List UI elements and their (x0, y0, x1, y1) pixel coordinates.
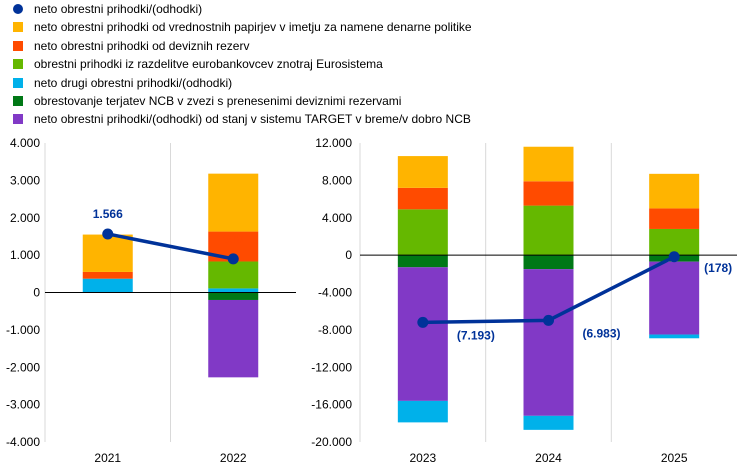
bar-segment-euro (208, 261, 259, 289)
bar-segment-target (208, 299, 259, 378)
legend-marker-dot (13, 4, 23, 14)
bar-segment-target (397, 267, 448, 401)
net-interest-point (668, 251, 680, 263)
chart-legend: neto obrestni prihodki/(odhodki) neto obr… (6, 0, 742, 129)
legend-item: neto obrestni prihodki od deviznih rezer… (6, 37, 742, 55)
bar-segment-remuneration (397, 255, 448, 268)
y-tick-label: -1.000 (6, 323, 40, 337)
net-interest-point (227, 253, 239, 265)
y-tick-label: -8.000 (318, 323, 352, 337)
bar-segment-securities (649, 173, 700, 209)
x-category-label: 2022 (220, 451, 247, 465)
legend-swatch (13, 59, 23, 70)
y-tick-label: -2.000 (6, 360, 40, 374)
chart-panel-2021-2022: -4.000 -3.000 -2.000 -1.000 0 1.000 2.000 3.000… (6, 136, 296, 465)
legend-item: neto drugi obrestni prihodki/(odhodki) (6, 74, 742, 92)
legend-label: obrestovanje terjatev NCB v zvezi s pren… (34, 93, 402, 108)
legend-item: obrestovanje terjatev NCB v zvezi s pren… (6, 92, 742, 110)
bar-segment-euro (649, 228, 700, 256)
bar-segment-securities (397, 156, 448, 188)
x-category-label: 2021 (94, 451, 121, 465)
legend-label: neto obrestni prihodki od vrednostnih pa… (34, 20, 472, 35)
y-tick-label: -4.000 (6, 435, 40, 449)
legend-label: neto obrestni prihodki/(odhodki) (34, 2, 203, 16)
bar-segment-fx (397, 187, 448, 210)
y-tick-label: 4.000 (322, 211, 352, 225)
net-interest-point (543, 314, 554, 326)
y-tick-label: 0 (33, 286, 40, 300)
bar-segment-securities (208, 173, 259, 232)
legend-item: neto obrestni prihodki od vrednostnih pa… (6, 18, 742, 36)
net-interest-data-label: 900 (223, 232, 243, 246)
y-tick-label: -4.000 (318, 286, 352, 300)
net-interest-data-label: 1.566 (93, 207, 123, 221)
x-category-label: 2025 (661, 451, 688, 465)
y-tick-label: 12.000 (315, 136, 352, 150)
bar-segment-remuneration (523, 255, 574, 270)
legend-swatch (13, 40, 23, 51)
bar-segment-euro (397, 209, 448, 256)
legend-label: neto obrestni prihodki/(odhodki) od stan… (34, 112, 471, 127)
bar-segment-other (523, 415, 574, 430)
legend-item: neto obrestni prihodki/(odhodki) (6, 0, 742, 18)
legend-swatch (13, 114, 23, 125)
y-tick-label: -20.000 (311, 435, 352, 449)
y-tick-label: 0 (345, 248, 352, 262)
bar-segment-fx (649, 208, 700, 229)
net-interest-data-label: (7.193) (457, 328, 495, 342)
y-tick-label: -3.000 (6, 398, 40, 412)
bar-segment-fx (82, 271, 133, 279)
net-interest-data-label: (6.983) (583, 326, 621, 340)
net-interest-data-label: (178) (704, 261, 732, 275)
legend-label: neto obrestni prihodki od deviznih rezer… (34, 38, 250, 53)
y-tick-label: 2.000 (10, 211, 40, 225)
x-category-label: 2023 (409, 451, 436, 465)
legend-swatch (13, 77, 23, 88)
legend-item: neto obrestni prihodki/(odhodki) od stan… (6, 110, 742, 128)
bar-segment-other (397, 400, 448, 423)
bar-segment-fx (523, 181, 574, 206)
net-interest-line (107, 232, 234, 261)
legend-swatch (13, 22, 23, 33)
y-tick-label: -16.000 (311, 398, 352, 412)
bar-segment-other (649, 334, 700, 339)
net-interest-point (102, 228, 114, 240)
bar-segment-target (523, 269, 574, 416)
y-tick-label: 4.000 (10, 136, 40, 150)
y-tick-label: 8.000 (322, 173, 352, 187)
bar-segment-securities (523, 146, 574, 182)
bar-segment-target (649, 261, 700, 335)
bar-segment-remuneration (208, 292, 259, 300)
y-tick-label: -12.000 (311, 360, 352, 374)
y-tick-label: 1.000 (10, 248, 40, 262)
bar-segment-other (208, 288, 259, 293)
net-interest-point (417, 316, 429, 328)
legend-swatch (13, 95, 23, 106)
bar-segment-euro (523, 205, 574, 256)
x-category-label: 2024 (535, 451, 562, 465)
bar-segment-other (82, 278, 133, 293)
legend-label: neto drugi obrestni prihodki/(odhodki) (34, 75, 233, 90)
y-tick-label: 3.000 (10, 173, 40, 187)
legend-label: obrestni prihodki iz razdelitve eurobank… (34, 57, 383, 72)
legend-item: obrestni prihodki iz razdelitve eurobank… (6, 55, 742, 73)
chart-panel-2023-2025: -20.000 -16.000 -12.000 -8.000 -4.000 0 4.000 8… (311, 136, 737, 465)
bar-segment-securities (82, 234, 133, 272)
